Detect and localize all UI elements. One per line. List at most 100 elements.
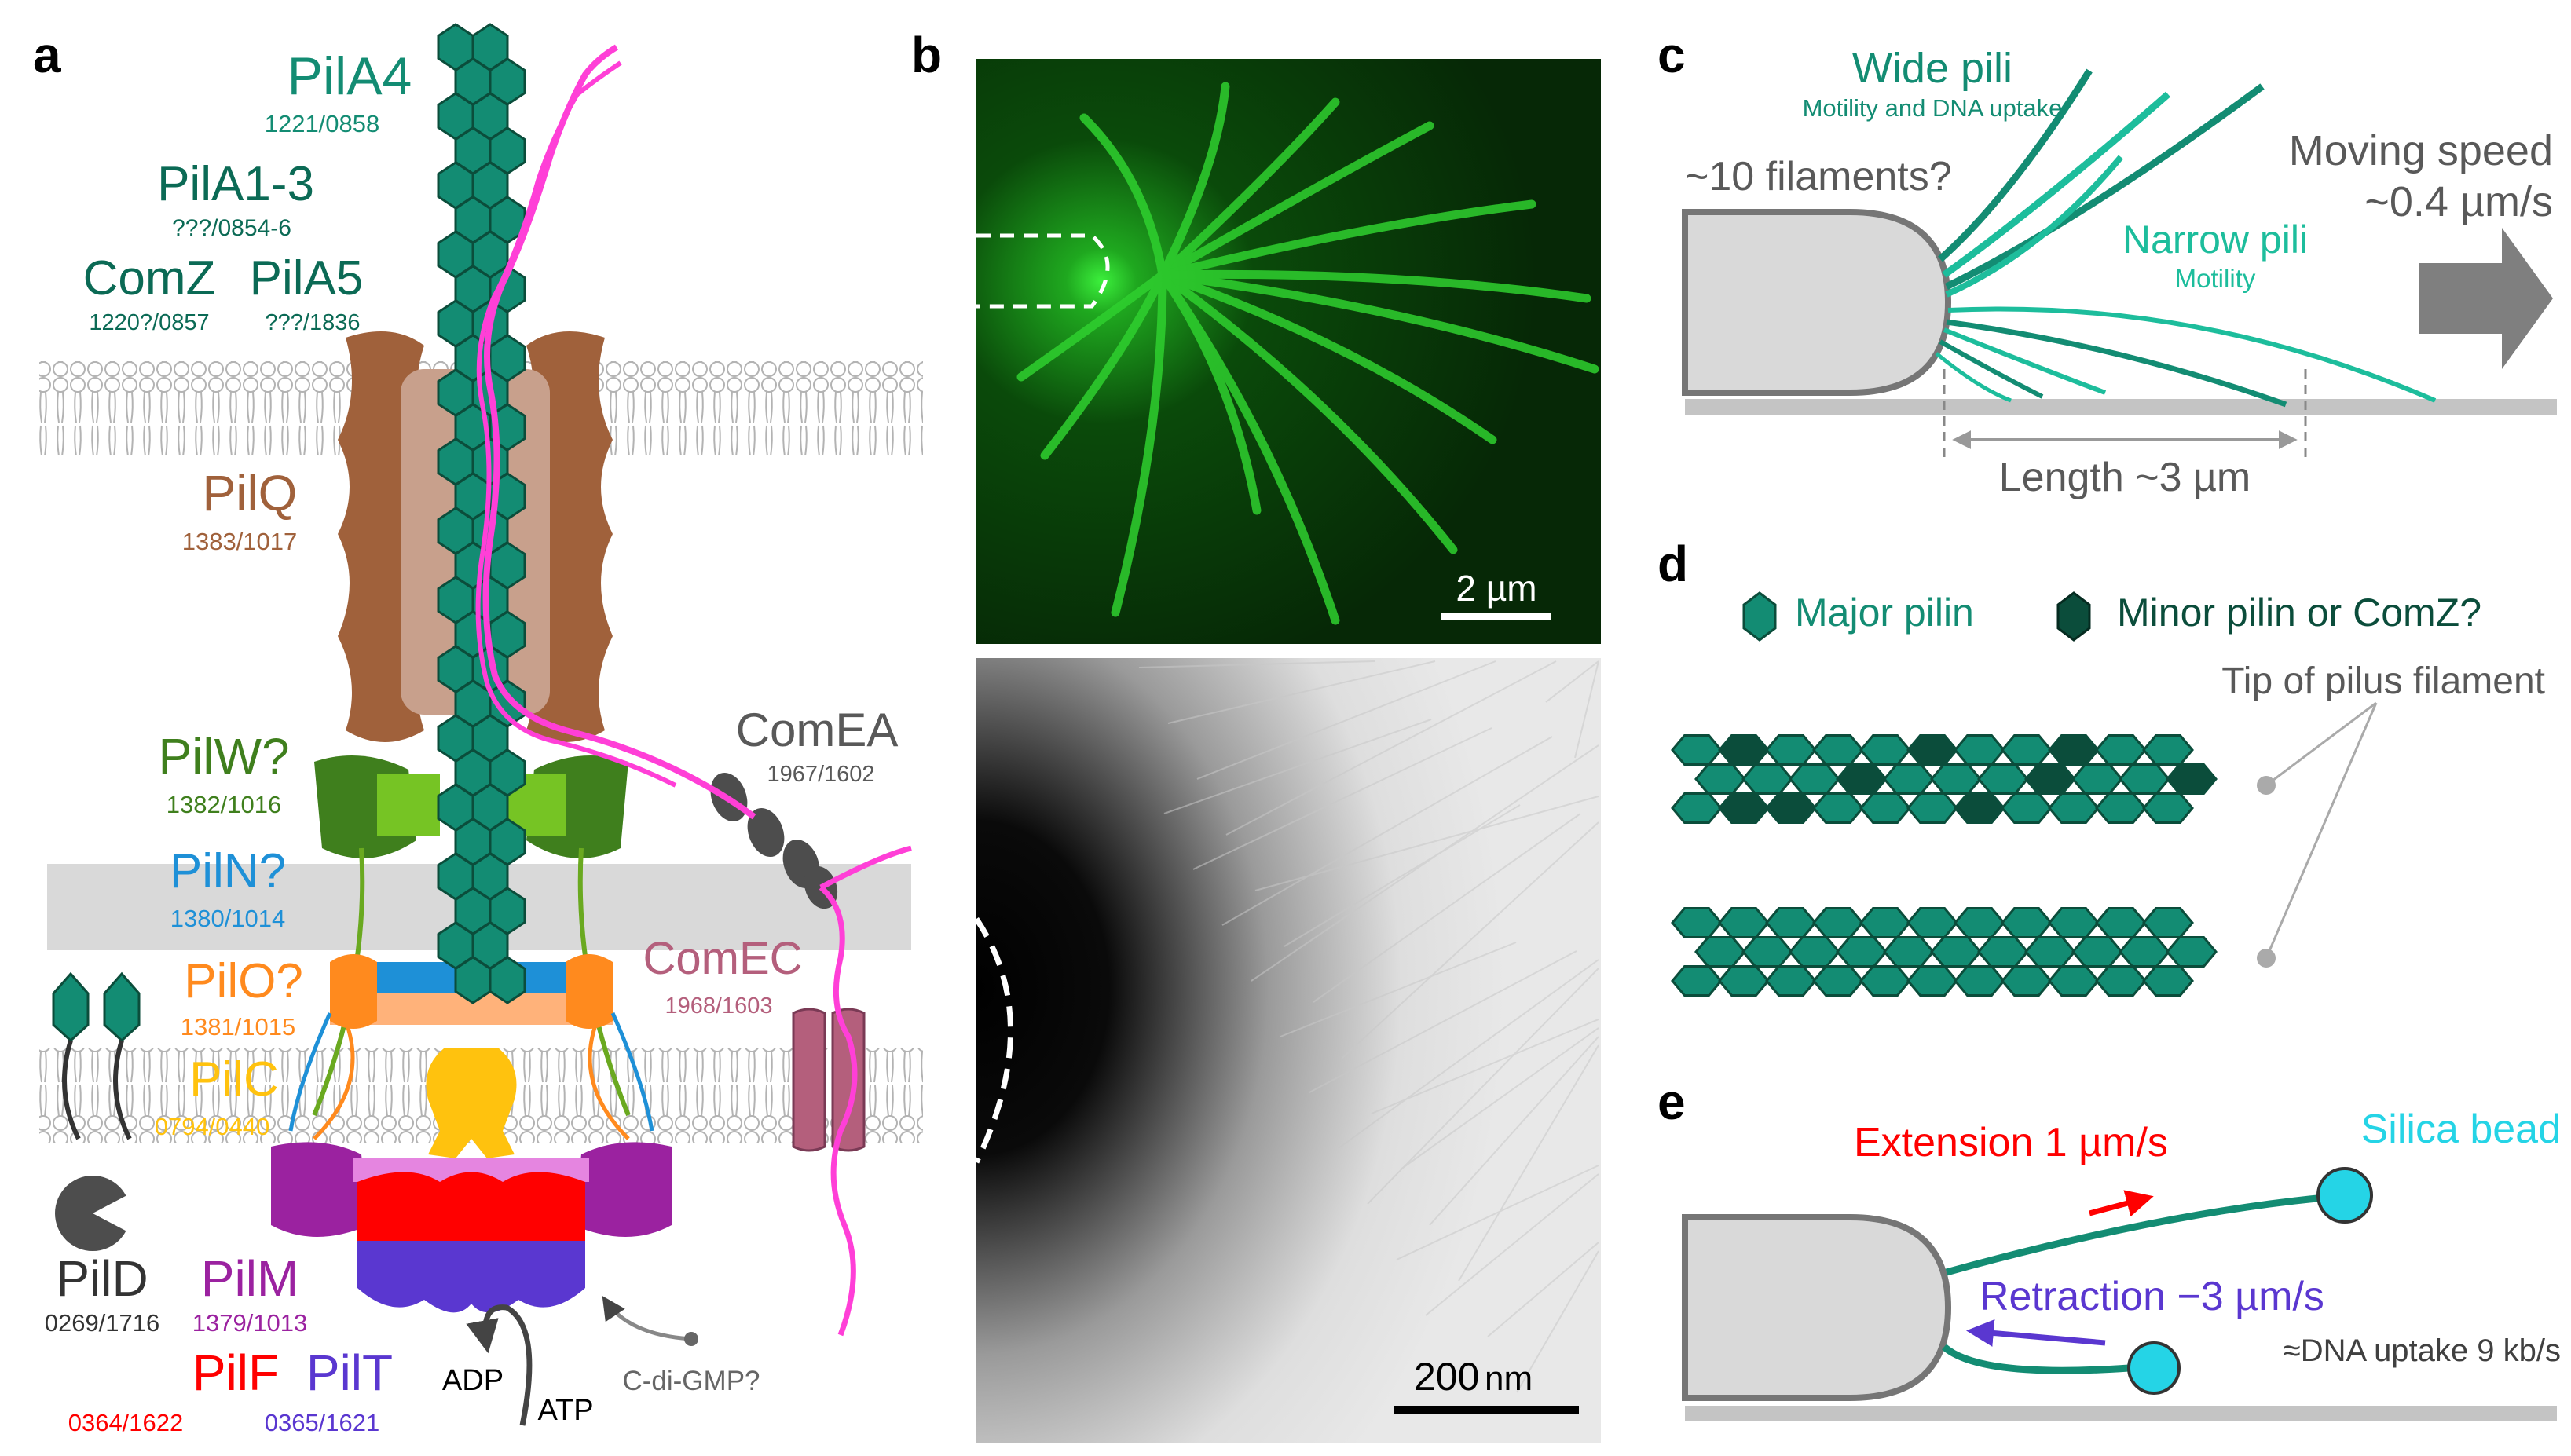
legend-minor-pilin-icon <box>2056 591 2091 642</box>
major-pilin <box>1812 734 1864 766</box>
label-extension: Extension 1 µm/s <box>1854 1120 2168 1165</box>
minor-pilin <box>2048 734 2100 766</box>
ids-pila13: ???/0854-6 <box>172 215 291 241</box>
label-silica: Silica bead <box>2361 1107 2561 1152</box>
major-pilin <box>2142 907 2194 938</box>
minor-pilin <box>2166 763 2218 795</box>
wide-pilus <box>1945 155 2124 298</box>
narrow-pilus <box>1939 339 2044 399</box>
ids-pila4: 1221/0858 <box>265 110 380 137</box>
extension-arrow <box>2089 1190 2154 1217</box>
major-pilin <box>1765 734 1817 766</box>
em-fiber <box>1574 660 1599 759</box>
major-pilin <box>1694 936 1746 968</box>
major-pilin <box>2142 792 2194 824</box>
major-pilin <box>2048 792 2100 824</box>
pilus-fiber <box>1158 269 1591 303</box>
dna-strand <box>475 60 677 788</box>
major-pilin <box>2166 936 2218 968</box>
pilt-atpase <box>357 1241 585 1313</box>
em-fiber <box>1545 660 1599 703</box>
cell-outline-dashed <box>976 233 1110 309</box>
label-pila13: PilA1-3 <box>157 157 314 211</box>
pild-notch <box>93 1190 137 1237</box>
label-piln: PilN? <box>170 844 286 898</box>
major-pilin <box>2024 936 2076 968</box>
major-pilin <box>1671 792 1723 824</box>
pilus-fiber <box>1158 121 1434 280</box>
pilus-fiber <box>1158 270 1497 444</box>
major-pilin <box>1859 907 1911 938</box>
label-adp: ADP <box>442 1364 504 1397</box>
major-pilin <box>2001 965 2053 997</box>
em-fiber <box>1313 813 1581 1003</box>
label-atp: ATP <box>537 1394 593 1427</box>
free-pilin <box>103 971 141 1043</box>
cdigmp-dot <box>684 1332 698 1346</box>
label-pild: PilD <box>56 1250 148 1307</box>
major-pilin <box>1859 734 1911 766</box>
em-fiber <box>1196 660 1496 780</box>
dna-strand <box>482 44 756 820</box>
panel-e-retraction: Extension 1 µm/s Silica bead Retraction … <box>1682 1107 2561 1421</box>
scale-label-bottom-unit: nm <box>1485 1359 1533 1398</box>
label-tip: Tip of pilus filament <box>2221 660 2545 702</box>
label-pilm: PilM <box>201 1250 298 1307</box>
piln-right-stalk <box>610 1012 654 1132</box>
ids-comea: 1967/1602 <box>767 762 874 787</box>
label-pilf: PilF <box>192 1344 279 1401</box>
pilm-right <box>573 1142 672 1237</box>
label-wide-pili: Wide pili <box>1852 45 2012 92</box>
ids-pilt: 0365/1621 <box>265 1409 380 1436</box>
major-pilin <box>2095 734 2147 766</box>
major-pilin <box>1906 965 1958 997</box>
major-pilin <box>1812 965 1864 997</box>
em-fiber <box>1138 660 1375 668</box>
em-fiber <box>1458 1044 1599 1282</box>
major-pilin <box>1883 936 1935 968</box>
pilc-platform <box>426 1048 517 1158</box>
minor-pilin <box>2024 763 2076 795</box>
narrow-pilus <box>1935 352 2012 403</box>
major-pilin <box>2001 734 2053 766</box>
major-pilin <box>2048 907 2100 938</box>
em-fiber <box>1400 1027 1599 1170</box>
ids-pilc: 0794/0440 <box>155 1113 270 1140</box>
major-pilin <box>1836 936 1888 968</box>
fluorescent-pili <box>1016 82 1599 625</box>
narrow-pilus <box>1946 319 2287 408</box>
minor-pilin <box>1836 763 1888 795</box>
major-pilin <box>2071 936 2123 968</box>
major-pilin <box>2048 965 2100 997</box>
major-pilin <box>1789 763 1840 795</box>
surface <box>1685 399 2557 415</box>
em-fiber <box>1396 1165 1599 1260</box>
retraction-arrow <box>1966 1319 2106 1347</box>
filament-mixed <box>1671 734 2218 824</box>
narrow-pilus <box>1947 306 2437 403</box>
pilo-left <box>330 954 377 1029</box>
pilf-atpase <box>357 1172 585 1241</box>
legend-minor-pilin: Minor pilin or ComZ? <box>2117 591 2481 635</box>
major-pilin <box>1977 763 2029 795</box>
major-pilin <box>1741 936 1793 968</box>
label-moving-speed: Moving speed <box>2289 127 2553 174</box>
cdigmp-arrow <box>602 1296 692 1341</box>
pilus-filament-a <box>437 23 526 1004</box>
major-pilin <box>1954 734 2005 766</box>
major-pilin <box>1930 763 1982 795</box>
major-pilin <box>1718 907 1770 938</box>
major-pilin <box>1977 936 2029 968</box>
em-image <box>976 658 1601 1443</box>
ids-comec: 1968/1603 <box>665 993 772 1019</box>
pilin-subunit <box>454 956 492 1004</box>
major-pilin <box>2071 763 2123 795</box>
scale-label-bottom-num: 200 <box>1414 1355 1479 1399</box>
minor-pilin <box>1718 734 1770 766</box>
em-fiber <box>1192 727 1492 870</box>
major-pilin <box>1694 763 1746 795</box>
major-pilin <box>2119 763 2170 795</box>
label-narrow-pili: Narrow pili <box>2122 218 2308 262</box>
panel-letter-a: a <box>33 27 61 83</box>
label-pila5: PilA5 <box>250 251 364 305</box>
